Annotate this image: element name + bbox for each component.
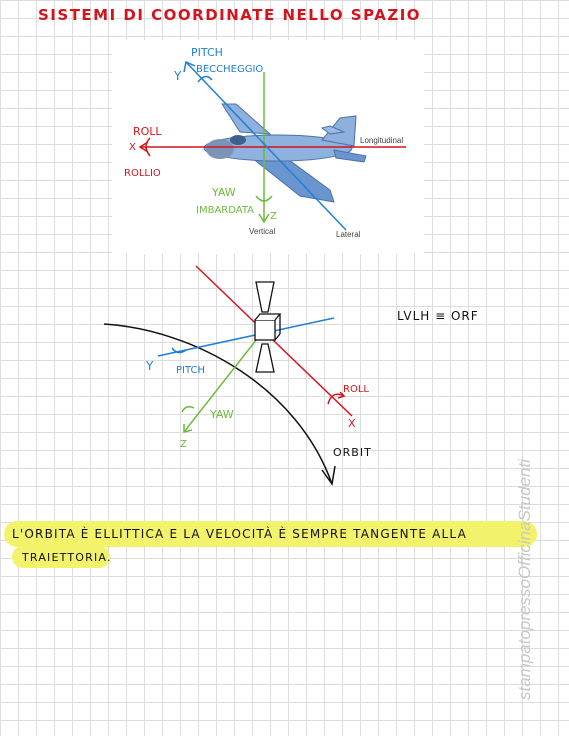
highlight-stroke (4, 521, 537, 547)
label-orbit: ORBIT (333, 446, 372, 459)
label-sat-roll: ROLL (343, 384, 369, 395)
orbit-curve (103, 323, 333, 485)
note-line-1: L'ORBITA È ELLITTICA E LA VELOCITÀ È SEM… (12, 527, 468, 541)
label-roll: ROLL (133, 125, 162, 138)
label-sat-pitch: PITCH (176, 365, 205, 376)
label-sat-y: Y (145, 359, 154, 373)
label-lateral: Lateral (336, 230, 361, 239)
pitch-axis-line (157, 317, 335, 357)
yaw-axis-line (183, 329, 265, 433)
label-sat-x: X (348, 417, 356, 430)
label-yaw: YAW (211, 186, 236, 199)
label-rollio: ROLLIO (124, 168, 161, 179)
label-vertical: Vertical (249, 227, 275, 236)
label-pitch: PITCH (191, 46, 223, 59)
roll-axis-line (195, 265, 353, 417)
label-beccheggio: BECCHEGGIO (196, 64, 263, 75)
note-line-2: TRAIETTORIA. (22, 551, 112, 564)
airplane-drawing (203, 103, 367, 203)
pitch-axis-line (185, 61, 347, 231)
label-sat-yaw: YAW (209, 408, 234, 421)
label-imbardata: IMBARDATA (196, 205, 254, 216)
label-plane-x: X (129, 142, 136, 153)
page-title: SISTEMI DI COORDINATE NELLO SPAZIO (38, 6, 422, 24)
label-plane-y: Y (173, 69, 182, 83)
frame-label: LVLH ≡ ORF (397, 309, 479, 323)
watermark: stampatopressoOfficinaStudenti (515, 459, 534, 700)
satellite-icon (254, 281, 282, 373)
highlight-stroke (12, 546, 110, 568)
label-sat-z: Z (180, 439, 187, 450)
label-plane-z: Z (270, 211, 277, 222)
label-longitudinal: Longitudinal (360, 136, 403, 145)
